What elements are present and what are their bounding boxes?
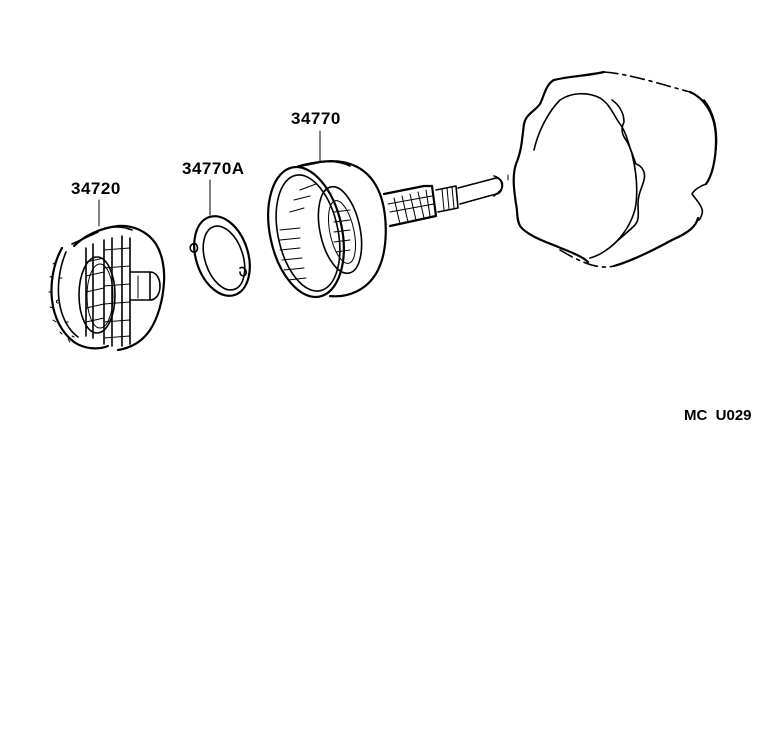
part-label-34720: 34720 (71, 179, 121, 198)
part-34770A-drawing (189, 179, 251, 297)
diagram-reference-code: MC U029 (684, 407, 752, 424)
part-34770-drawing (267, 130, 509, 299)
housing-drawing (493, 70, 718, 268)
part-34720-drawing (48, 199, 166, 352)
part-label-34770: 34770 (291, 109, 341, 128)
part-label-34770A: 34770A (182, 159, 245, 178)
